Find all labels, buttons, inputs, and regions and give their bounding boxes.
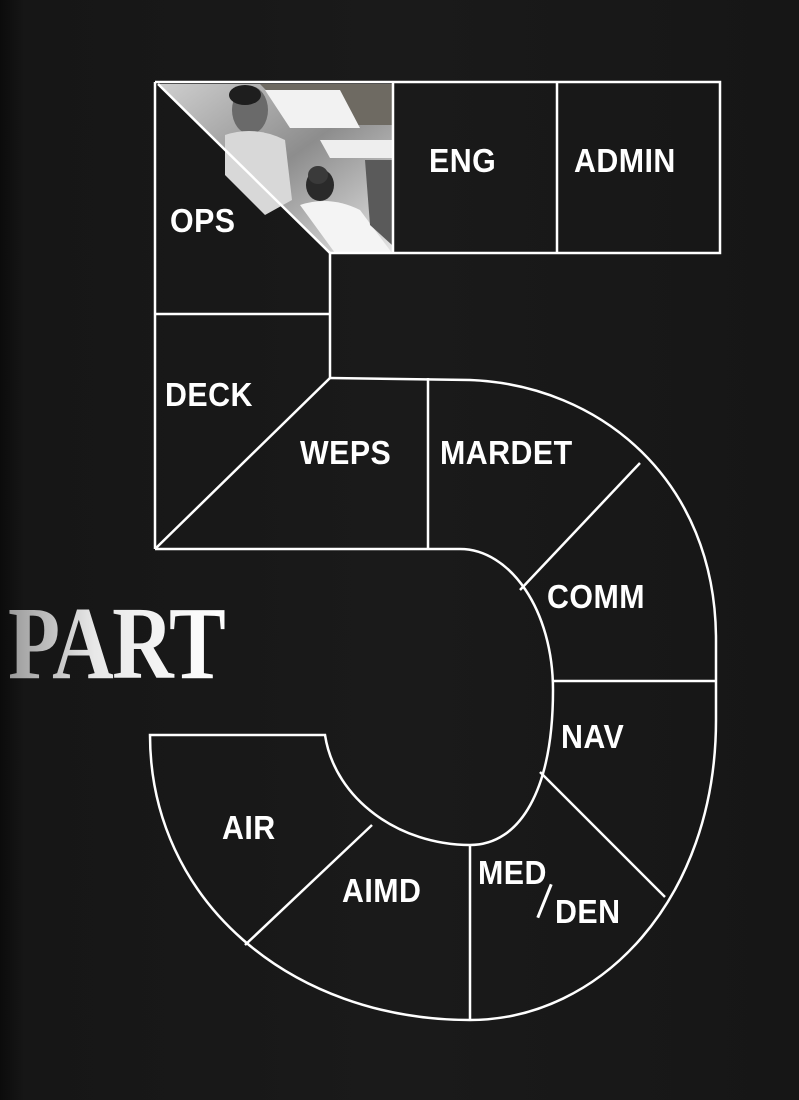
section-outlines [148, 80, 722, 1022]
section-air[interactable]: AIR [222, 809, 276, 846]
section-ops[interactable]: OPS [170, 202, 236, 239]
part-heading: PART [8, 586, 226, 701]
section-aimd[interactable]: AIMD [342, 872, 422, 909]
section-eng[interactable]: ENG [429, 142, 497, 179]
section-den[interactable]: DEN [555, 893, 621, 930]
section-weps[interactable]: WEPS [300, 434, 392, 471]
section-comm[interactable]: COMM [547, 578, 645, 615]
section-nav[interactable]: NAV [561, 718, 625, 755]
barbershop-photo [158, 84, 393, 253]
section-deck[interactable]: DECK [165, 376, 253, 413]
section-med[interactable]: MED [478, 854, 547, 891]
section-mardet[interactable]: MARDET [440, 434, 573, 471]
section-admin[interactable]: ADMIN [574, 142, 676, 179]
